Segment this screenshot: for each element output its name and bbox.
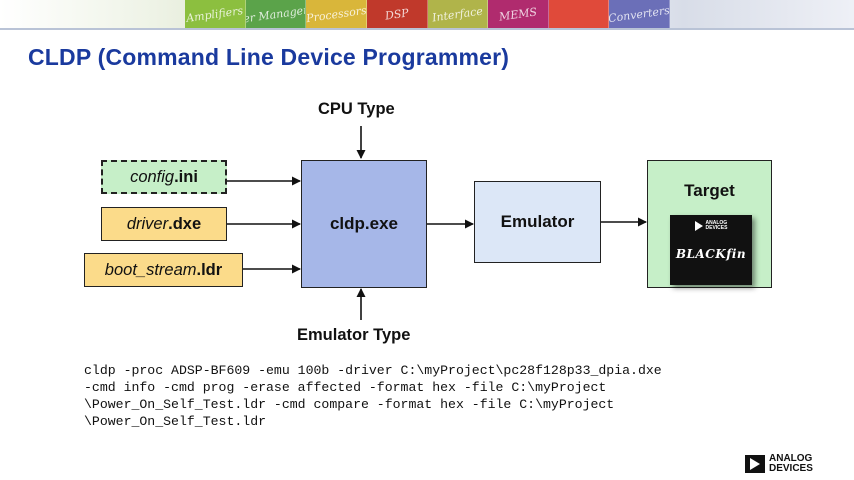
top-banner: Amplifiers Power Management Processors D… [0, 0, 854, 28]
banner-tile: Interface [427, 0, 489, 28]
analog-devices-logo-icon [694, 221, 703, 231]
banner-tile: Amplifiers [185, 0, 246, 28]
boot-stream-ext: .ldr [196, 260, 223, 279]
banner-tile [548, 0, 610, 28]
target-box: Target ANALOG DEVICES BLACKfin [647, 160, 772, 288]
banner-tile: Processors [306, 0, 367, 28]
analog-devices-footer-logo: ANALOG DEVICES [745, 454, 813, 474]
banner-tile: MEMS [488, 0, 549, 28]
driver-dxe-box: driver.dxe [101, 207, 227, 241]
chip-logo-text: ANALOG DEVICES [705, 220, 728, 231]
emulator-box: Emulator [474, 181, 601, 263]
command-line: \Power_On_Self_Test.ldr [84, 414, 267, 429]
cpu-type-label: CPU Type [318, 100, 395, 118]
boot-stream-ldr-box: boot_stream.ldr [84, 253, 243, 287]
chip-logo: ANALOG DEVICES [694, 220, 728, 231]
driver-stem: driver [126, 214, 169, 233]
banner-tile: DSP [366, 0, 428, 28]
command-line-example: cldp -proc ADSP-BF609 -emu 100b -driver … [84, 362, 662, 430]
command-line: cldp -proc ADSP-BF609 -emu 100b -driver … [84, 363, 662, 378]
boot-stream-stem: boot_stream [104, 260, 197, 279]
command-line: -cmd info -cmd prog -erase affected -for… [84, 380, 607, 395]
footer-logo-text: ANALOG DEVICES [769, 453, 813, 474]
target-label: Target [684, 181, 735, 200]
config-ini-box: config.ini [101, 160, 227, 194]
cldp-exe-label: cldp.exe [329, 214, 399, 233]
title-rule [0, 28, 854, 30]
analog-devices-logo-icon [745, 455, 765, 473]
config-stem: config [130, 167, 175, 186]
emulator-label: Emulator [500, 212, 575, 231]
blackfin-chip-image: ANALOG DEVICES BLACKfin [670, 215, 752, 285]
emulator-type-label: Emulator Type [297, 326, 411, 344]
chip-name: BLACKfin [675, 247, 747, 261]
driver-ext: .dxe [168, 214, 202, 233]
banner-tile: Power Management [245, 0, 307, 28]
config-ext: .ini [174, 167, 198, 186]
banner-tile-strip: Amplifiers Power Management Processors D… [185, 0, 670, 28]
command-line: \Power_On_Self_Test.ldr -cmd compare -fo… [84, 397, 615, 412]
banner-tile: Converters [609, 0, 670, 28]
slide-title: CLDP (Command Line Device Programmer) [28, 44, 510, 70]
cldp-exe-box: cldp.exe [301, 160, 427, 288]
